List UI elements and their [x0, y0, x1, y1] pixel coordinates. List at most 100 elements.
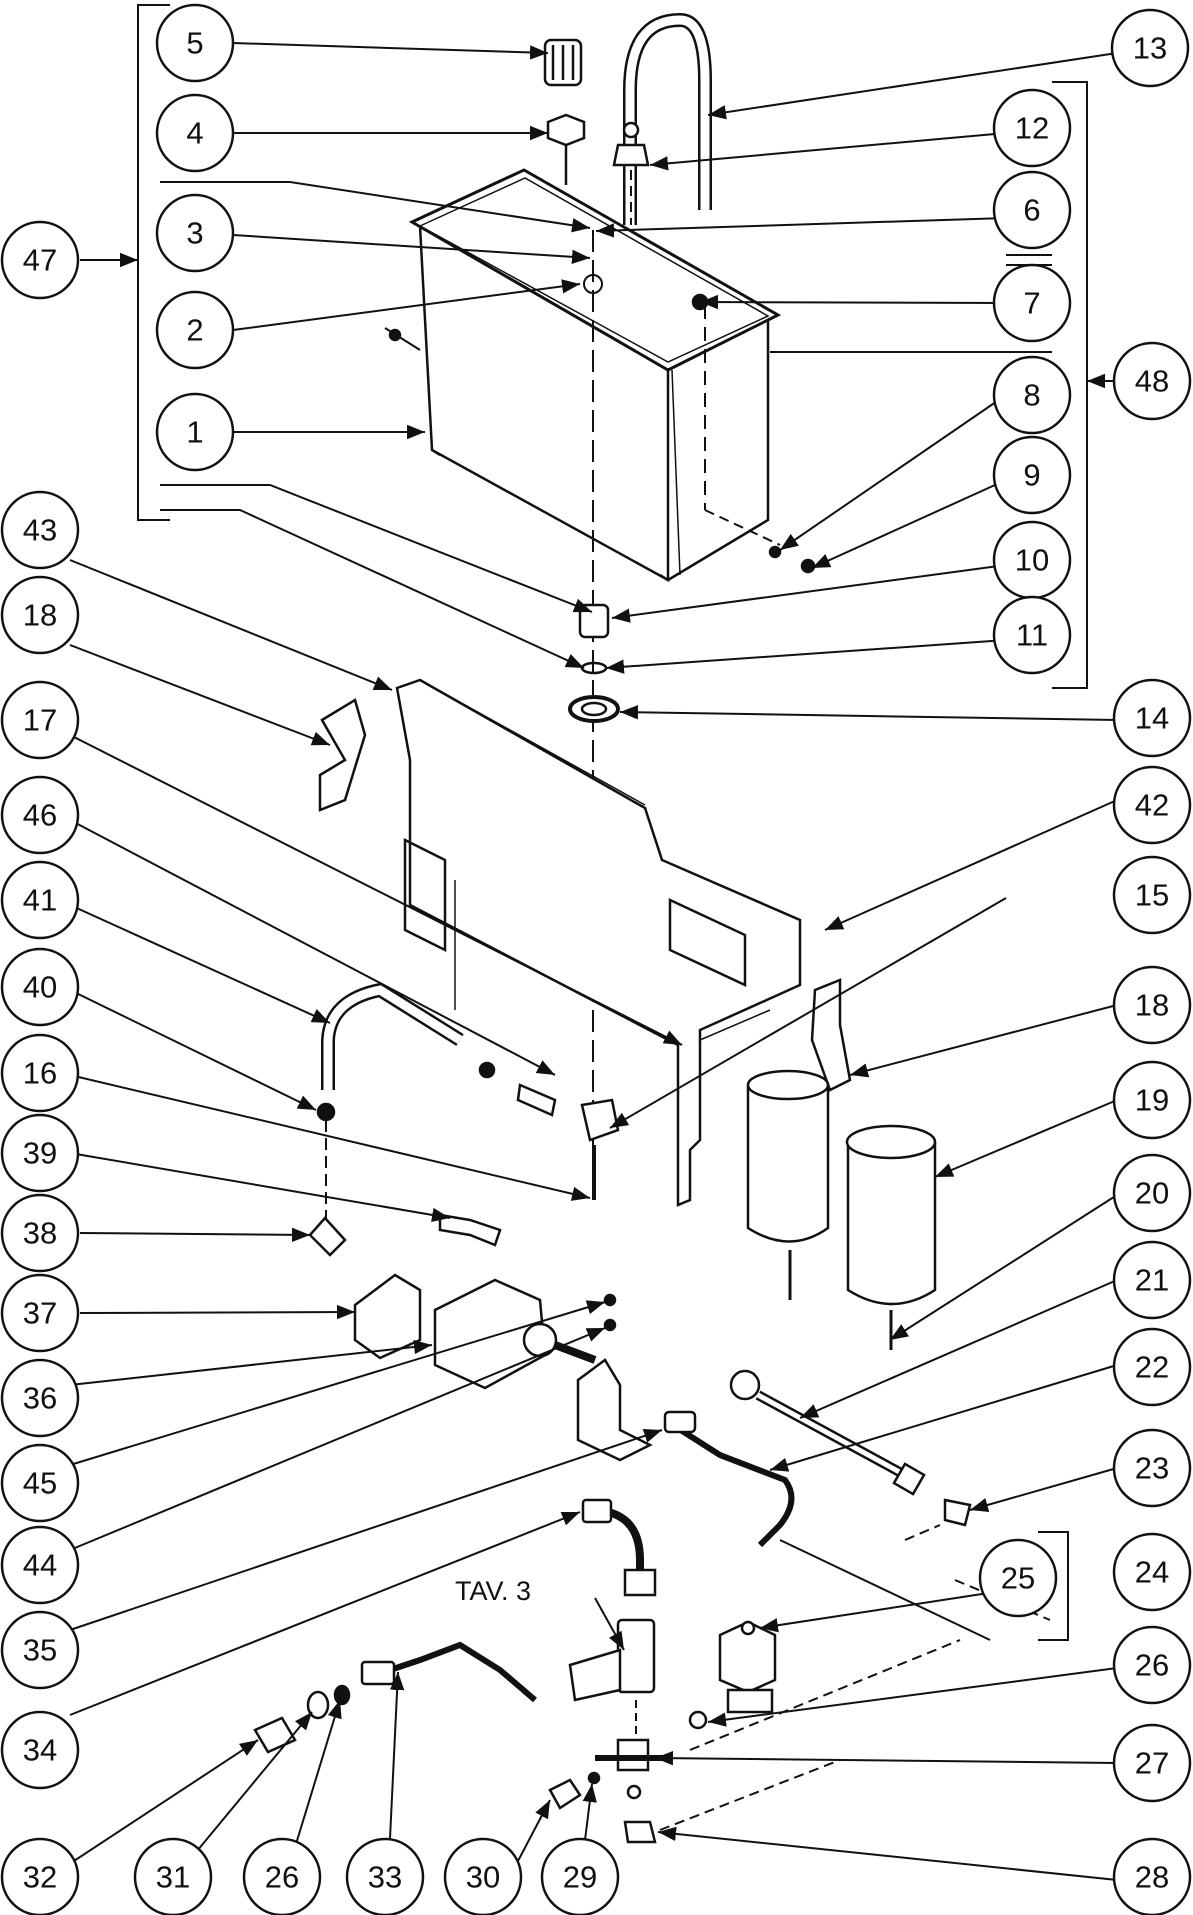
callout-43: 43: [0, 490, 80, 570]
callout-11: 11: [992, 595, 1072, 675]
callout-37: 37: [0, 1273, 80, 1353]
svg-text:13: 13: [1133, 31, 1167, 66]
filter-cup-right: [845, 1124, 937, 1350]
svg-text:32: 32: [23, 1860, 57, 1895]
callout-2: 2: [155, 290, 235, 370]
svg-text:19: 19: [1135, 1083, 1169, 1118]
callout-39: 39: [0, 1113, 80, 1193]
svg-text:18: 18: [23, 598, 57, 633]
svg-text:21: 21: [1135, 1263, 1169, 1298]
svg-text:6: 6: [1023, 193, 1040, 228]
callout-12: 12: [992, 88, 1072, 168]
callout-38: 38: [0, 1193, 80, 1273]
callout-44: 44: [0, 1525, 80, 1605]
filter-cap: [543, 38, 583, 87]
vibration-pump: [433, 1278, 597, 1390]
svg-text:33: 33: [368, 1860, 402, 1895]
callout-30: 30: [443, 1837, 523, 1915]
callout-33: 33: [345, 1837, 425, 1915]
svg-text:11: 11: [1016, 618, 1048, 653]
svg-text:41: 41: [23, 883, 57, 918]
callout-16: 16: [0, 1033, 80, 1113]
callout-9: 9: [992, 435, 1072, 515]
svg-text:15: 15: [1135, 878, 1169, 913]
callout-18-left: 18: [0, 575, 80, 655]
callout-34: 34: [0, 1710, 80, 1790]
svg-text:46: 46: [23, 798, 57, 833]
svg-text:18: 18: [1135, 988, 1169, 1023]
svg-text:2: 2: [186, 313, 203, 348]
nut: [546, 113, 586, 147]
callout-20: 20: [1112, 1153, 1192, 1233]
callout-18-right: 18: [1112, 965, 1192, 1045]
svg-text:25: 25: [1001, 1561, 1035, 1596]
callout-29: 29: [540, 1837, 620, 1915]
svg-text:48: 48: [1135, 364, 1169, 399]
svg-text:17: 17: [23, 703, 57, 738]
callout-14: 14: [1112, 678, 1192, 758]
svg-text:14: 14: [1135, 701, 1169, 736]
svg-text:40: 40: [23, 970, 57, 1005]
callout-8: 8: [992, 355, 1072, 435]
svg-text:36: 36: [23, 1381, 57, 1416]
svg-text:26: 26: [1135, 1648, 1169, 1683]
svg-text:37: 37: [23, 1296, 57, 1331]
overflow-tube: [623, 12, 712, 225]
svg-text:10: 10: [1015, 543, 1049, 578]
svg-text:8: 8: [1023, 378, 1040, 413]
callout-4: 4: [155, 93, 235, 173]
callout-48: 48: [1112, 341, 1192, 421]
reference-label: TAV. 3: [455, 1576, 531, 1606]
parts-drawing: [253, 12, 1051, 1844]
callout-35: 35: [0, 1610, 80, 1690]
svg-text:3: 3: [186, 216, 203, 251]
callout-15: 15: [1112, 855, 1192, 935]
svg-text:20: 20: [1135, 1176, 1169, 1211]
callout-32: 32: [0, 1837, 80, 1915]
callout-10: 10: [992, 520, 1072, 600]
callout-6: 6: [992, 170, 1072, 250]
svg-text:1: 1: [186, 415, 203, 450]
svg-text:30: 30: [466, 1860, 500, 1895]
solenoid-valve: [718, 1620, 777, 1714]
callout-19: 19: [1112, 1060, 1192, 1140]
svg-text:39: 39: [23, 1136, 57, 1171]
tube-fitting: [612, 121, 650, 167]
water-tank: [408, 168, 782, 583]
callout-46: 46: [0, 775, 80, 855]
svg-text:24: 24: [1135, 1555, 1169, 1590]
callout-23: 23: [1112, 1428, 1192, 1508]
callout-41: 41: [0, 860, 80, 940]
callout-21: 21: [1112, 1240, 1192, 1320]
filter-cup-left: [746, 1069, 830, 1300]
callout-17: 17: [0, 680, 80, 760]
svg-text:7: 7: [1023, 286, 1040, 321]
callout-24: 24: [1112, 1532, 1192, 1612]
svg-text:45: 45: [23, 1466, 57, 1501]
svg-text:31: 31: [156, 1860, 190, 1895]
callout-26-bottom: 26: [242, 1837, 322, 1915]
callout-3: 3: [155, 193, 235, 273]
svg-text:5: 5: [186, 26, 203, 61]
svg-text:42: 42: [1135, 788, 1169, 823]
svg-text:12: 12: [1015, 111, 1049, 146]
callout-1: 1: [155, 392, 235, 472]
svg-text:38: 38: [23, 1216, 57, 1251]
svg-text:22: 22: [1135, 1350, 1169, 1385]
callout-7: 7: [992, 263, 1072, 343]
callout-45: 45: [0, 1443, 80, 1523]
callout-5: 5: [155, 3, 235, 83]
callout-26-right: 26: [1112, 1625, 1192, 1705]
svg-text:43: 43: [23, 513, 57, 548]
svg-text:16: 16: [23, 1056, 57, 1091]
svg-text:27: 27: [1135, 1746, 1169, 1781]
svg-text:35: 35: [23, 1633, 57, 1668]
callout-28: 28: [1112, 1837, 1192, 1915]
svg-text:47: 47: [23, 243, 57, 278]
svg-text:9: 9: [1023, 458, 1040, 493]
svg-text:28: 28: [1135, 1860, 1169, 1895]
svg-text:4: 4: [186, 116, 203, 151]
callout-27: 27: [1112, 1723, 1192, 1803]
svg-text:44: 44: [23, 1548, 57, 1583]
